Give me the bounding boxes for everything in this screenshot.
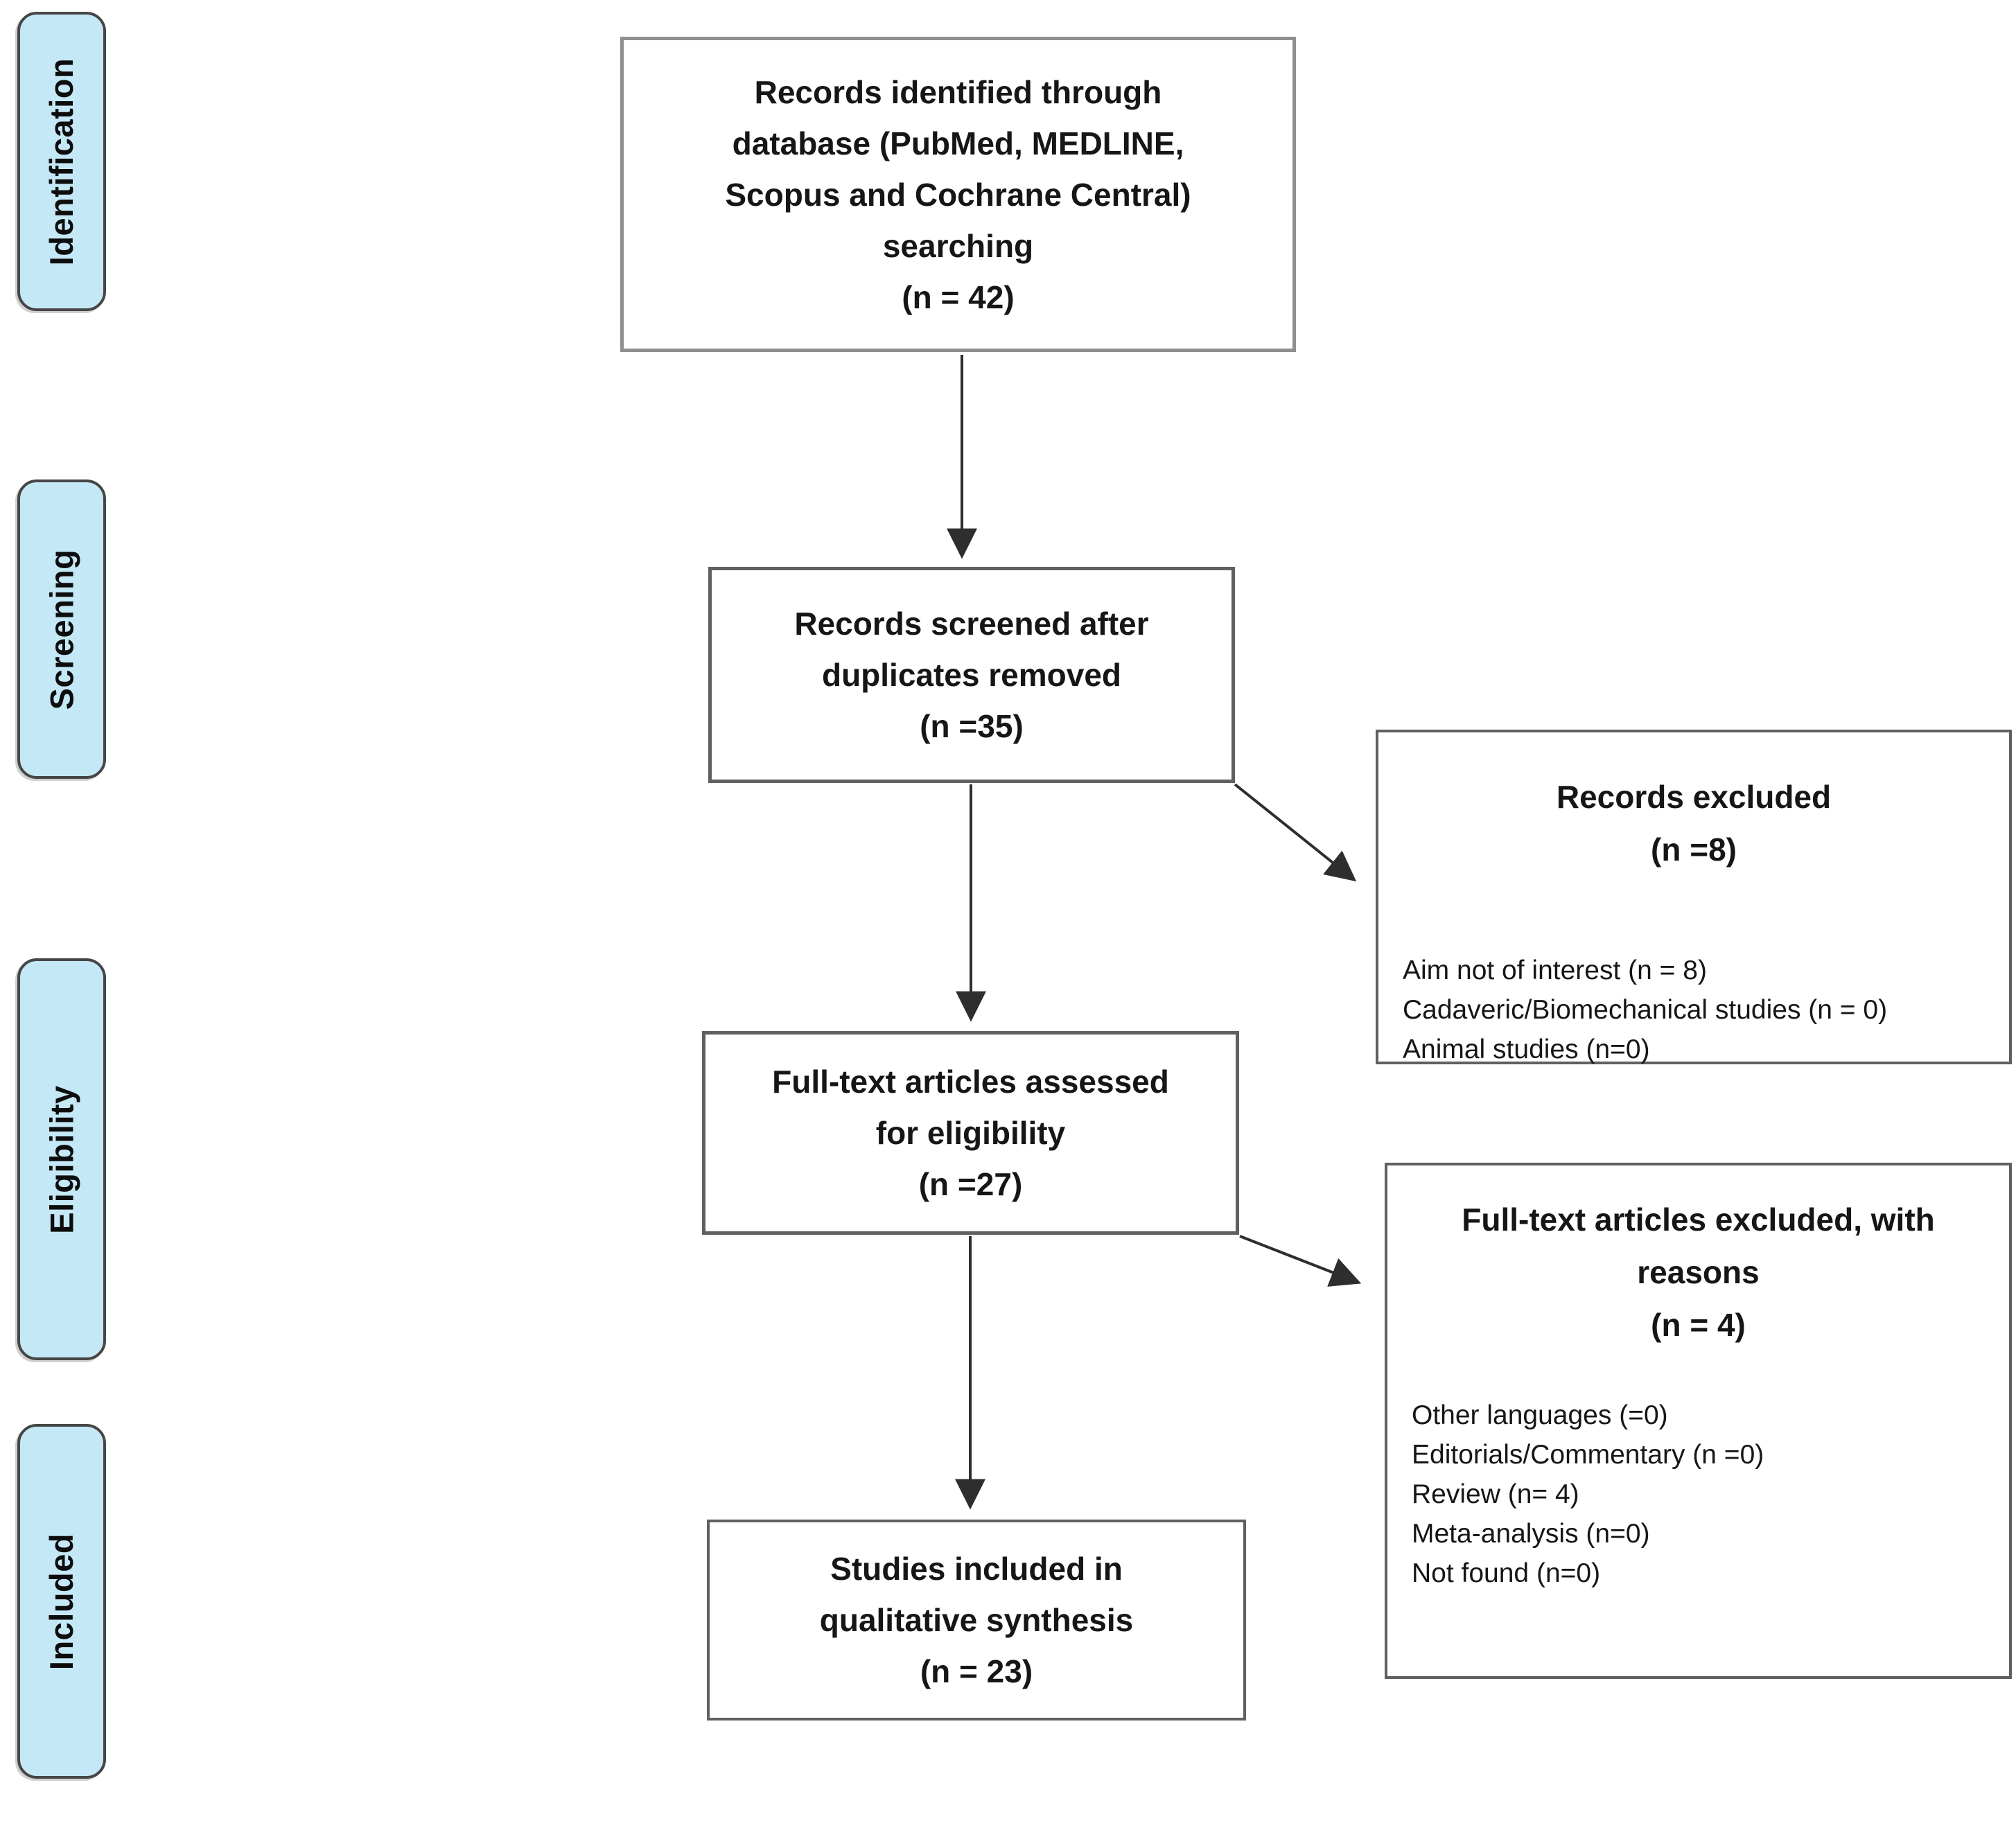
records-excluded-title: Records excluded (n =8) bbox=[1556, 779, 1832, 868]
records-identified-box: Records identified through database (Pub… bbox=[620, 37, 1296, 352]
stage-included: Included bbox=[17, 1424, 106, 1779]
stage-identification: Identification bbox=[17, 12, 106, 311]
stage-identification-label: Identification bbox=[43, 58, 80, 265]
stage-eligibility-label: Eligibility bbox=[43, 1084, 80, 1234]
arrow-eligibility-to-fulltext-excluded bbox=[1239, 1235, 1362, 1287]
fulltext-excluded-reasons: Other languages (=0) Editorials/Commenta… bbox=[1412, 1400, 1764, 1588]
fulltext-assessed-box: Full-text articles assessed for eligibil… bbox=[702, 1031, 1239, 1235]
records-screened-box: Records screened after duplicates remove… bbox=[708, 567, 1235, 783]
studies-included-box: Studies included in qualitative synthesi… bbox=[707, 1520, 1246, 1721]
studies-included-text: Studies included in qualitative synthesi… bbox=[819, 1551, 1134, 1689]
records-identified-text: Records identified through database (Pub… bbox=[725, 73, 1191, 315]
records-screened-text: Records screened after duplicates remove… bbox=[794, 606, 1149, 744]
arrow-screened-to-records-excluded bbox=[1234, 783, 1357, 882]
fulltext-excluded-box: Full-text articles excluded, with reason… bbox=[1385, 1163, 2012, 1679]
fulltext-excluded-title: Full-text articles excluded, with reason… bbox=[1462, 1202, 1935, 1343]
stage-screening: Screening bbox=[17, 479, 106, 779]
records-excluded-box: Records excluded (n =8) Aim not of inter… bbox=[1376, 730, 2012, 1064]
stage-eligibility: Eligibility bbox=[17, 958, 106, 1360]
records-excluded-reasons: Aim not of interest (n = 8) Cadaveric/Bi… bbox=[1403, 956, 1888, 1064]
stage-screening-label: Screening bbox=[43, 549, 80, 710]
fulltext-assessed-text: Full-text articles assessed for eligibil… bbox=[772, 1064, 1169, 1202]
stage-included-label: Included bbox=[43, 1533, 80, 1670]
